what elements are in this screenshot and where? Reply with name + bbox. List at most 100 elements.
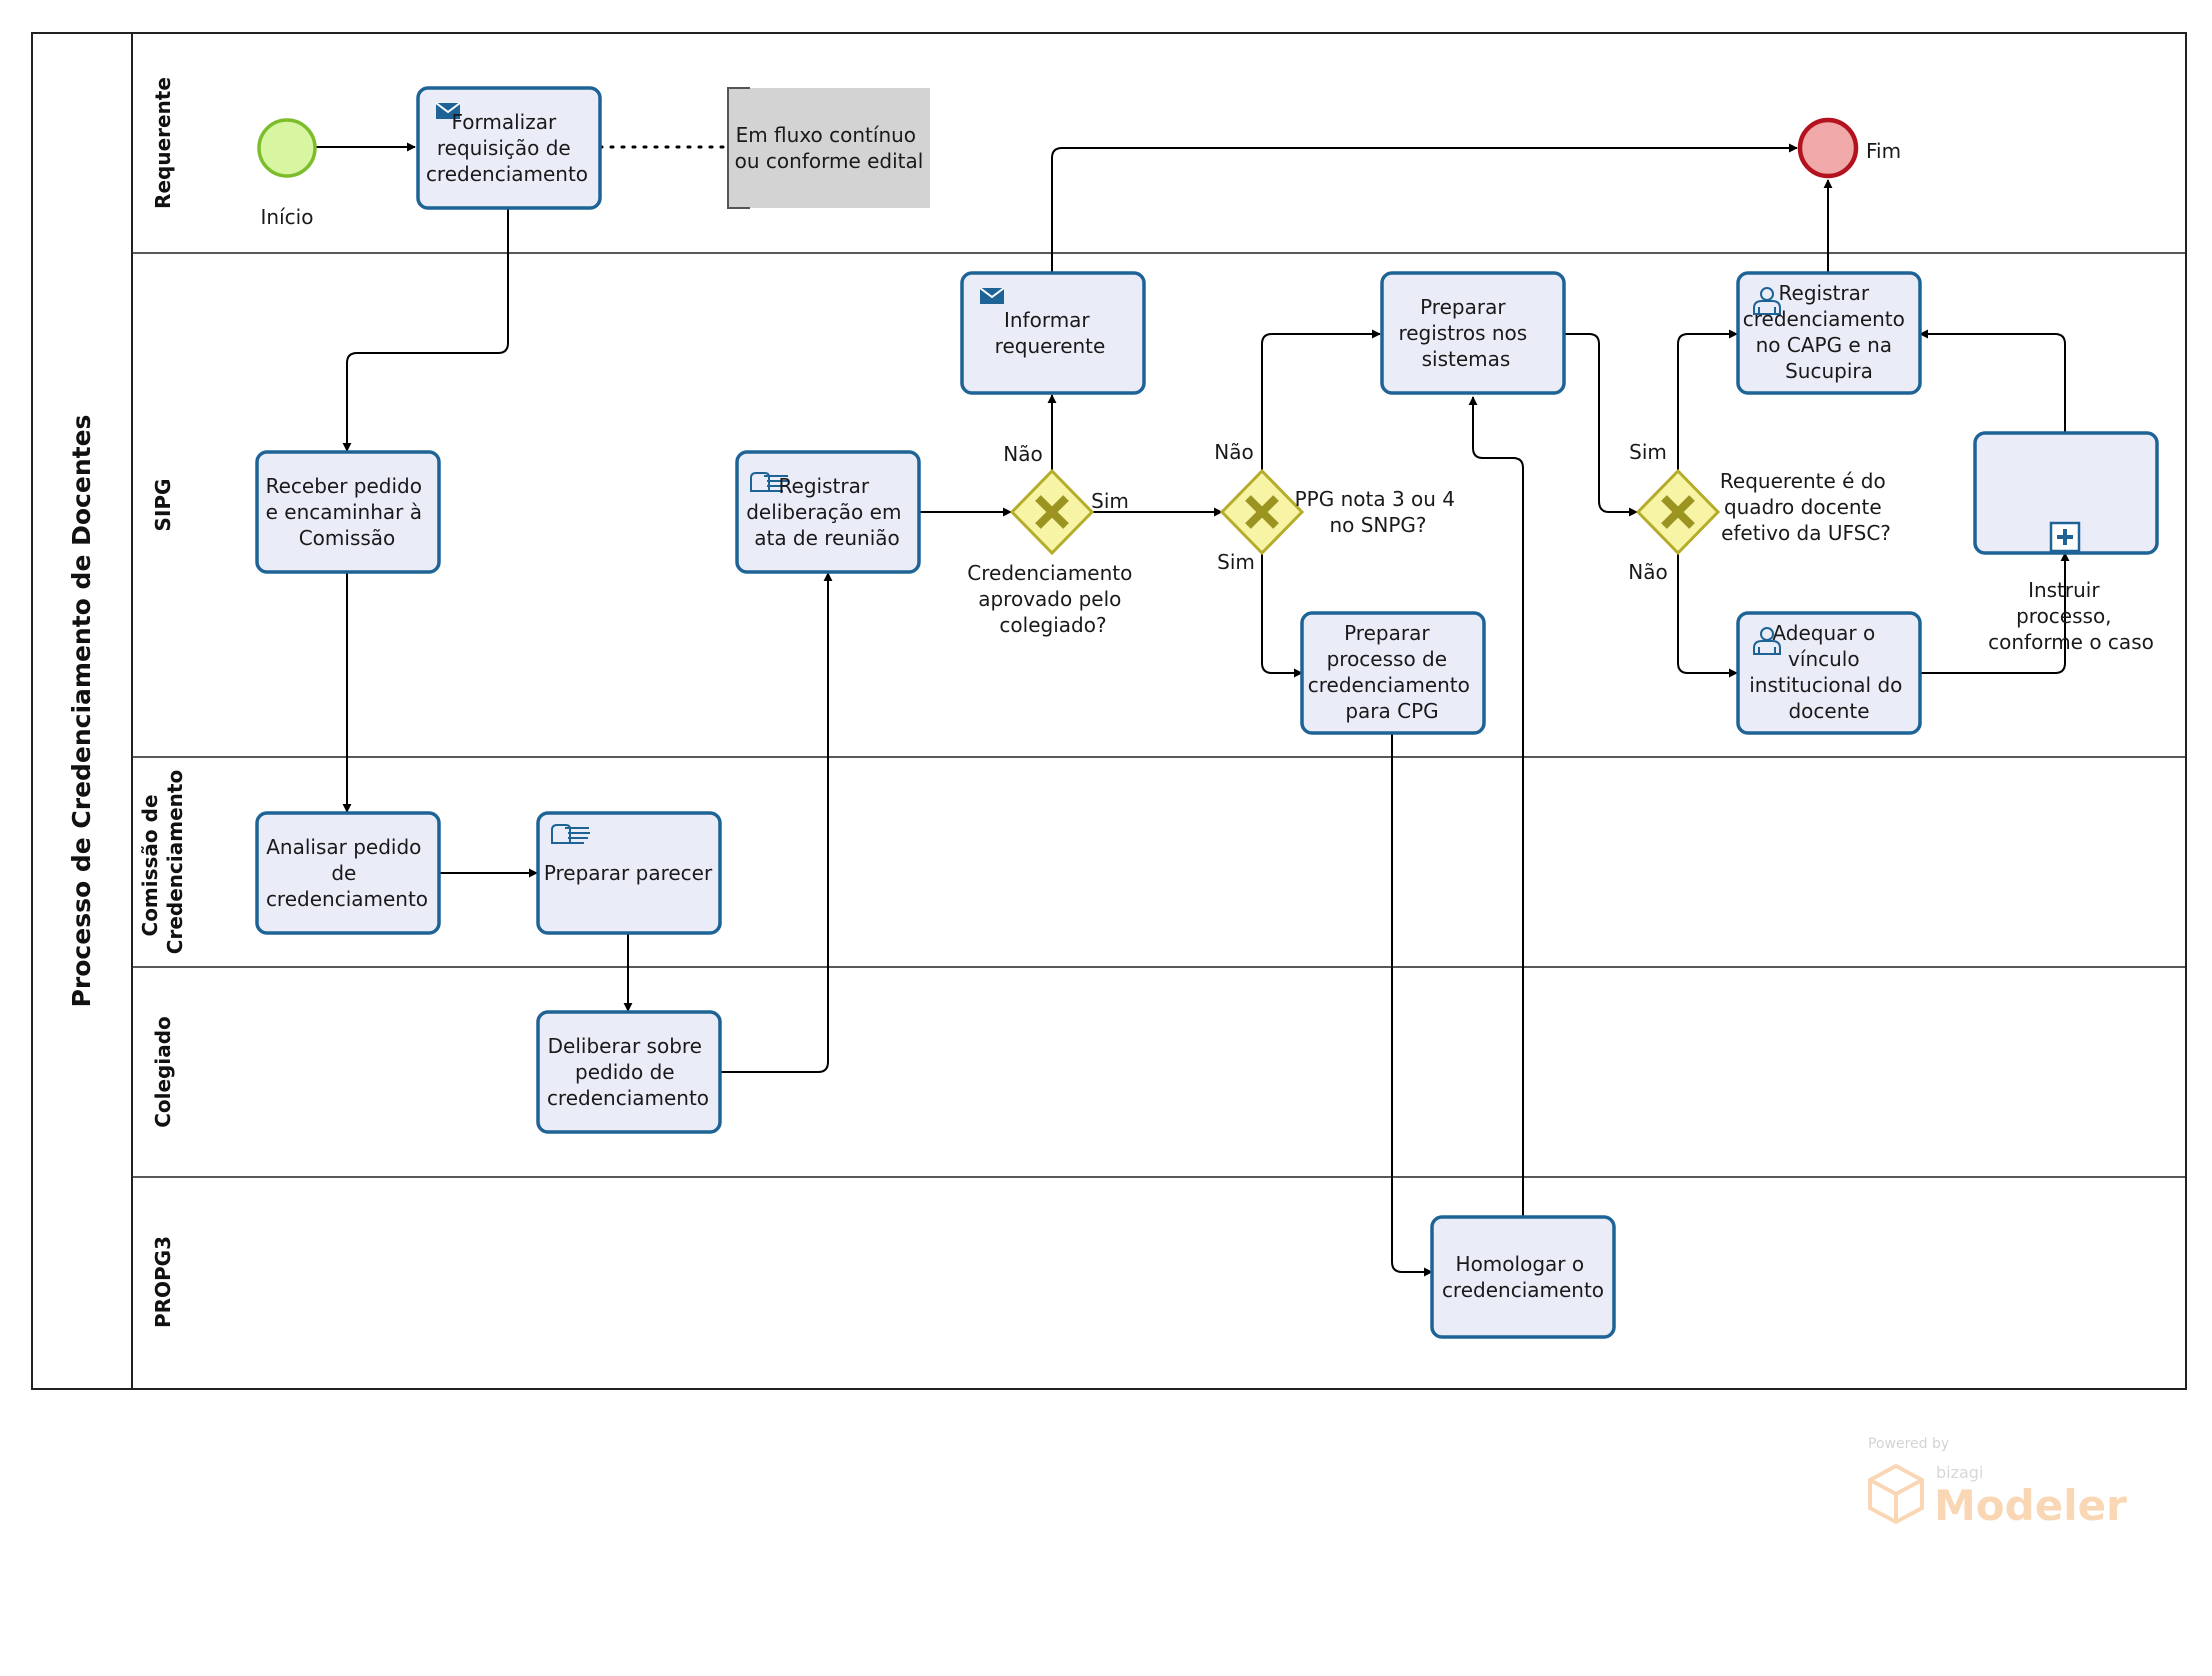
flow-label-g3-sim: Sim — [1629, 440, 1667, 464]
task-deliberar-line-2: pedido de — [575, 1060, 675, 1084]
task-preparar-registros-line-1: Preparar — [1420, 295, 1506, 319]
bizagi-logo-icon — [1868, 1463, 1924, 1525]
task-registrar-capg-line-1: Registrar — [1779, 281, 1870, 305]
sequence-flows — [316, 142, 2070, 1277]
task-deliberar-pedido[interactable]: Deliberar sobre pedido de credenciamento — [536, 1010, 722, 1134]
lane-label-propg3: PROPG3 — [151, 1236, 175, 1328]
annotation-line-2: ou conforme edital — [735, 149, 924, 173]
hand-icon — [551, 824, 590, 844]
svg-text:Requerente é do quadro doc: Requerente é do quadro docente efetivo d… — [1720, 469, 1892, 545]
task-preparar-registros-line-2: registros nos — [1398, 321, 1527, 345]
subprocess-instruir-line-1: Instruir — [2028, 578, 2100, 602]
annotation-line-1: Em fluxo contínuo — [736, 123, 916, 147]
lane-label-requerente: Requerente — [151, 77, 175, 209]
svg-text:Informar requerente: Informar requerente — [995, 308, 1106, 358]
task-receber-line-1: Receber pedido — [266, 474, 422, 498]
task-preparar-processo-line-1: Preparar — [1344, 621, 1430, 645]
end-event-label: Fim — [1866, 139, 1901, 163]
task-analisar-line-2: de — [331, 861, 356, 885]
subprocess-instruir-line-2: processo, — [2016, 604, 2111, 628]
flow-label-g3-nao: Não — [1628, 560, 1667, 584]
task-preparar-processo-line-4: para CPG — [1345, 699, 1438, 723]
task-registrar-deliberacao-line-1: Registrar — [779, 474, 870, 498]
gateway-ppg-nota[interactable] — [1219, 468, 1305, 556]
task-preparar-processo[interactable]: Preparar processo de credenciamento para… — [1300, 611, 1486, 735]
end-event[interactable] — [1797, 117, 1859, 179]
gateway-2-label-line-2: no SNPG? — [1329, 513, 1426, 537]
task-preparar-parecer[interactable]: Preparar parecer — [536, 811, 722, 935]
subprocess-instruir-processo[interactable] — [1973, 431, 2159, 555]
task-deliberar-line-3: credenciamento — [547, 1086, 709, 1110]
svg-text:Homologar o credenciamen: Homologar o credenciamento — [1442, 1252, 1604, 1302]
start-event-label: Início — [261, 205, 314, 229]
svg-text:Adequar o vínculo: Adequar o vínculo institucional do docen… — [1749, 621, 1909, 723]
gateway-1-label-line-2: aprovado pelo — [978, 587, 1121, 611]
task-formalizar-line-3: credenciamento — [426, 162, 588, 186]
task-informar-line-2: requerente — [995, 334, 1106, 358]
gateway-credenciamento-aprovado[interactable] — [1009, 468, 1095, 556]
gateway-2-label-line-1: PPG nota 3 ou 4 — [1295, 487, 1455, 511]
svg-text:Registrar deliberação em: Registrar deliberação em ata de reunião — [746, 474, 908, 550]
svg-text:PPG nota 3 ou 4 no SNPG?: PPG nota 3 ou 4 no SNPG? — [1295, 487, 1462, 537]
svg-text:Receber pedido e encamin: Receber pedido e encaminhar à Comissão — [266, 474, 429, 550]
exclusive-x-icon — [1661, 495, 1695, 529]
flow-labels: Não Sim Não Sim Sim Não — [1003, 440, 1667, 584]
expand-icon[interactable] — [2049, 521, 2081, 553]
task-adequar-line-4: docente — [1788, 699, 1869, 723]
flow-label-g2-sim: Sim — [1217, 550, 1255, 574]
start-event[interactable] — [257, 118, 317, 178]
text-annotation: Em fluxo contínuo ou conforme edital — [727, 87, 930, 209]
task-registrar-capg[interactable]: Registrar credenciamento no CAPG e na Su… — [1736, 271, 1922, 395]
flow-label-g1-sim: Sim — [1091, 489, 1129, 513]
gateway-1-label-line-3: colegiado? — [999, 613, 1106, 637]
lane-labels: Requerente SIPG Comissão de Credenciamen… — [138, 77, 187, 1328]
task-informar-line-1: Informar — [1004, 308, 1090, 332]
task-preparar-registros-line-3: sistemas — [1422, 347, 1511, 371]
svg-text:Preparar processo de: Preparar processo de credenciamento para… — [1308, 621, 1476, 723]
task-preparar-parecer-line-1: Preparar parecer — [544, 861, 713, 885]
watermark-brand: bizagi — [1936, 1463, 1983, 1482]
gateway-3-label-line-1: Requerente é do — [1720, 469, 1886, 493]
svg-text:Registrar credenciamento: Registrar credenciamento no CAPG e na Su… — [1743, 281, 1911, 383]
svg-text:Em fluxo contínuo ou con: Em fluxo contínuo ou conforme edital — [735, 123, 924, 173]
task-homologar[interactable]: Homologar o credenciamento — [1430, 1215, 1616, 1339]
pool-title: Processo de Credenciamento de Docentes — [67, 415, 96, 1008]
message-icon — [979, 287, 1005, 304]
task-homologar-line-1: Homologar o — [1456, 1252, 1585, 1276]
task-adequar-line-3: institucional do — [1749, 673, 1902, 697]
lane-label-comissao-line-1: Comissão de — [138, 794, 162, 936]
flow-label-g1-nao: Não — [1003, 442, 1042, 466]
task-informar-requerente[interactable]: Informar requerente — [960, 271, 1146, 395]
task-registrar-deliberacao-line-3: ata de reunião — [754, 526, 900, 550]
bizagi-watermark: Powered by bizagi Modeler — [1868, 1436, 2127, 1530]
lane-label-comissao-line-2: Credenciamento — [163, 770, 187, 954]
task-preparar-registros[interactable]: Preparar registros nos sistemas — [1380, 271, 1566, 395]
task-registrar-capg-line-4: Sucupira — [1785, 359, 1873, 383]
lane-label-colegiado: Colegiado — [151, 1016, 175, 1128]
gateway-1-label-line-1: Credenciamento — [967, 561, 1132, 585]
task-adequar-line-2: vínculo — [1788, 647, 1860, 671]
exclusive-x-icon — [1035, 495, 1069, 529]
watermark-powered: Powered by — [1868, 1436, 1949, 1452]
task-analisar-pedido[interactable]: Analisar pedido de credenciamento — [255, 811, 441, 935]
task-registrar-capg-line-2: credenciamento — [1743, 307, 1905, 331]
lane-label-sipg: SIPG — [151, 479, 175, 532]
exclusive-x-icon — [1245, 495, 1279, 529]
task-preparar-processo-line-2: processo de — [1327, 647, 1447, 671]
task-deliberar-line-1: Deliberar sobre — [548, 1034, 702, 1058]
task-receber-pedido[interactable]: Receber pedido e encaminhar à Comissão — [255, 450, 441, 574]
svg-text:Formalizar requisição de: Formalizar requisição de credenciamento — [426, 110, 588, 186]
svg-text:Credenciamento aprovado pe: Credenciamento aprovado pelo colegiado? — [967, 561, 1138, 637]
task-preparar-processo-line-3: credenciamento — [1308, 673, 1470, 697]
user-icon — [1753, 287, 1781, 315]
task-registrar-deliberacao[interactable]: Registrar deliberação em ata de reunião — [735, 450, 921, 574]
task-formalizar-line-2: requisição de — [437, 136, 571, 160]
svg-text:Comissão de Credenciamen: Comissão de Credenciamento — [138, 770, 187, 954]
task-registrar-capg-line-3: no CAPG e na — [1756, 333, 1892, 357]
flow-label-g2-nao: Não — [1214, 440, 1253, 464]
task-analisar-line-1: Analisar pedido — [266, 835, 421, 859]
gateway-quadro-docente[interactable] — [1635, 468, 1721, 556]
task-adequar-vinculo[interactable]: Adequar o vínculo institucional do docen… — [1736, 611, 1922, 735]
task-formalizar-requisicao[interactable]: Formalizar requisição de credenciamento — [416, 86, 602, 210]
gateway-3-label-line-2: quadro docente — [1724, 495, 1882, 519]
